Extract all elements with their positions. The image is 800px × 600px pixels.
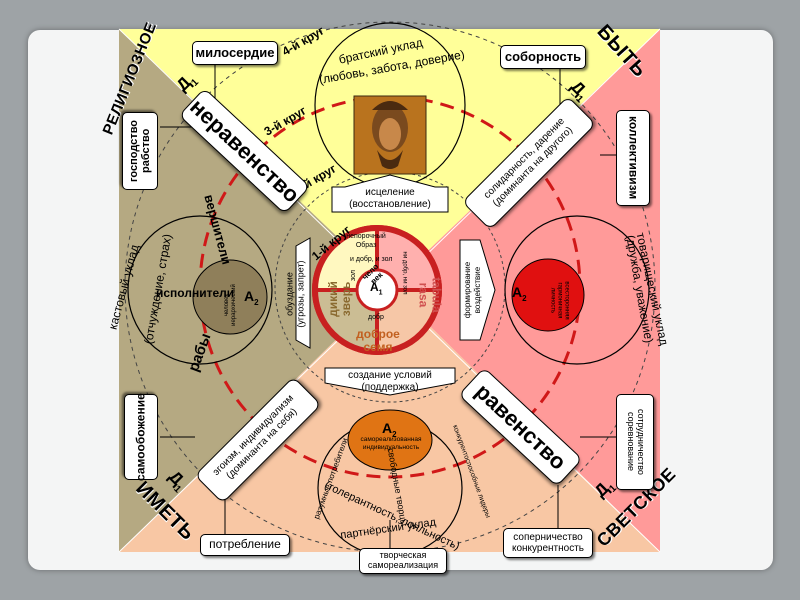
- healing-text: исцеление (восстановление): [349, 187, 431, 210]
- rivalry-box: соперничество конкурентность: [503, 528, 593, 558]
- consumption-box: потребление: [200, 534, 290, 556]
- center-evil: зол: [349, 270, 357, 281]
- mercy-box: милосердие: [192, 41, 278, 65]
- left-a2: А2: [244, 288, 259, 307]
- center-image: непорочный Образ: [346, 233, 386, 249]
- right-a2: А2: [512, 284, 527, 303]
- left-a2-desc: человек иерархический: [223, 284, 237, 326]
- collectivism-box: коллективизм: [616, 110, 650, 206]
- coercion-text: обуздание (угрозы, запрет): [284, 260, 306, 328]
- right-a2-circle: [511, 258, 585, 332]
- bottom-a2: А2: [382, 420, 397, 439]
- conditions-text: создание условий (поддержка): [348, 370, 432, 393]
- bottom-a2-desc: самореализованная индивидуальность: [360, 436, 422, 451]
- cooperation-box: сотрудничество соревнование: [616, 394, 654, 490]
- right-a2-desc: всесторонняя гармоничная личность: [549, 281, 570, 320]
- center-tabula-rasa: tabula rasa: [416, 277, 444, 313]
- bottom-a2-circle: [347, 409, 433, 471]
- formation-text: формирование воздействие: [463, 261, 483, 319]
- center-a1: А1: [370, 280, 383, 297]
- center-good: добр: [368, 314, 384, 321]
- center-wild-beast: дикий зверь: [325, 281, 353, 317]
- self-deification-box: самообожение: [124, 393, 158, 481]
- domination-box: господство рабство: [122, 112, 158, 190]
- left-a2-circle: [192, 259, 268, 335]
- center-not-good-not-evil: ни добр, ни зол: [401, 251, 408, 295]
- center-good-evil: и добр, и зол: [350, 256, 393, 263]
- executors-label: исполнители: [156, 286, 235, 300]
- sobornost-box: соборность: [500, 45, 586, 69]
- creative-box: творческая самореализация: [359, 548, 447, 574]
- center-good-seed: доброе семя: [356, 327, 400, 354]
